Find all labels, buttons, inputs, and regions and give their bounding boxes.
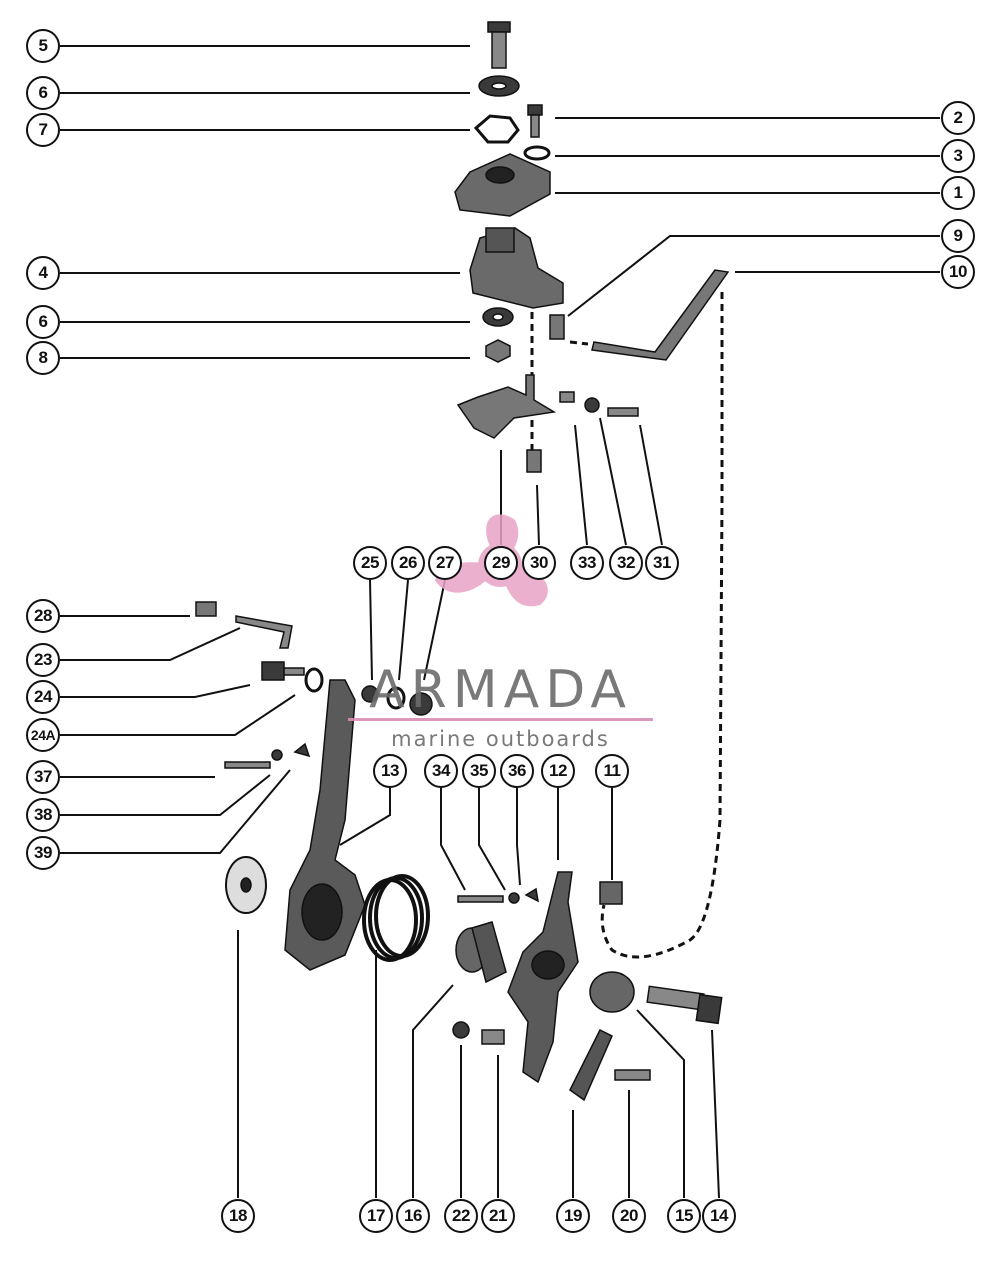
callout-21: 21 (481, 1199, 515, 1233)
callout-19: 19 (556, 1199, 590, 1233)
nut-38 (271, 749, 283, 761)
callout-15: 15 (667, 1199, 701, 1233)
bracket-29 (456, 374, 557, 439)
callout-11: 11 (595, 754, 629, 788)
callout-13: 13 (373, 754, 407, 788)
callout-26: 26 (391, 546, 425, 580)
callout-12: 12 (541, 754, 575, 788)
callout-9: 9 (941, 219, 975, 253)
spring-28 (195, 601, 217, 617)
callout-30: 30 (522, 546, 556, 580)
callout-18: 18 (221, 1199, 255, 1233)
spring-33 (559, 391, 575, 403)
screw-9 (549, 314, 565, 340)
lockplate-7 (473, 114, 520, 144)
screw-37 (224, 761, 271, 769)
screw-31 (607, 407, 639, 417)
callout-33: 33 (570, 546, 604, 580)
callout-23: 23 (26, 643, 60, 677)
bolt-5-shank (491, 31, 507, 69)
callout-39: 39 (26, 836, 60, 870)
bolt-14-head (695, 993, 723, 1025)
callout-27: 27 (428, 546, 462, 580)
nut-27 (409, 692, 433, 716)
screw-20 (614, 1069, 651, 1081)
spring-17 (362, 874, 430, 962)
screw-2-shank (530, 114, 540, 138)
nut-32 (584, 397, 600, 413)
housing-4 (469, 227, 564, 309)
callout-4: 4 (26, 256, 60, 290)
link-19 (569, 1028, 613, 1102)
washer-3 (523, 145, 551, 161)
callout-22: 22 (444, 1199, 478, 1233)
callout-2: 2 (941, 101, 975, 135)
leader-lines (43, 45, 940, 1199)
callout-5: 5 (26, 29, 60, 63)
callout-25: 25 (353, 546, 387, 580)
callout-34: 34 (424, 754, 458, 788)
callout-37: 37 (26, 760, 60, 794)
screw-2-head (527, 104, 543, 116)
callout-29: 29 (484, 546, 518, 580)
callout-17: 17 (359, 1199, 393, 1233)
callout-38: 38 (26, 798, 60, 832)
bolt-14-shank (646, 985, 705, 1011)
callout-20: 20 (612, 1199, 646, 1233)
washer-26 (386, 686, 406, 710)
screw-34 (457, 895, 504, 903)
screw-30 (526, 449, 542, 473)
nut-35 (508, 892, 520, 904)
callout-6: 6 (26, 76, 60, 110)
rod-23 (235, 615, 293, 649)
bushing-15 (589, 971, 635, 1013)
callout-35: 35 (462, 754, 496, 788)
callout-10: 10 (941, 255, 975, 289)
spring-39 (293, 742, 311, 758)
washer-24a (304, 667, 324, 693)
nut-8 (485, 339, 511, 363)
watermark-tagline: marine outboards (391, 727, 610, 751)
nut-22 (452, 1021, 470, 1039)
screw-24-head (261, 661, 285, 681)
watermark-name: ARMADA (369, 660, 632, 720)
callout-8: 8 (26, 341, 60, 375)
callout-16: 16 (396, 1199, 430, 1233)
parts-group (195, 21, 730, 1102)
callout-14: 14 (702, 1199, 736, 1233)
callout-3: 3 (941, 139, 975, 173)
callout-1: 1 (941, 176, 975, 210)
screw-11 (599, 881, 623, 905)
spring-36 (524, 887, 539, 903)
callout-24a: 24A (26, 718, 60, 752)
callout-6-lower: 6 (26, 305, 60, 339)
callout-7: 7 (26, 113, 60, 147)
callout-36: 36 (500, 754, 534, 788)
bracket-1 (454, 153, 551, 217)
bolt-5-head (487, 21, 511, 33)
callout-28: 28 (26, 599, 60, 633)
spring-21 (481, 1029, 505, 1045)
rod-10 (591, 269, 730, 361)
part-25 (361, 685, 379, 703)
callout-31: 31 (645, 546, 679, 580)
watermark-rule (348, 718, 653, 721)
callout-24: 24 (26, 680, 60, 714)
callout-32: 32 (609, 546, 643, 580)
